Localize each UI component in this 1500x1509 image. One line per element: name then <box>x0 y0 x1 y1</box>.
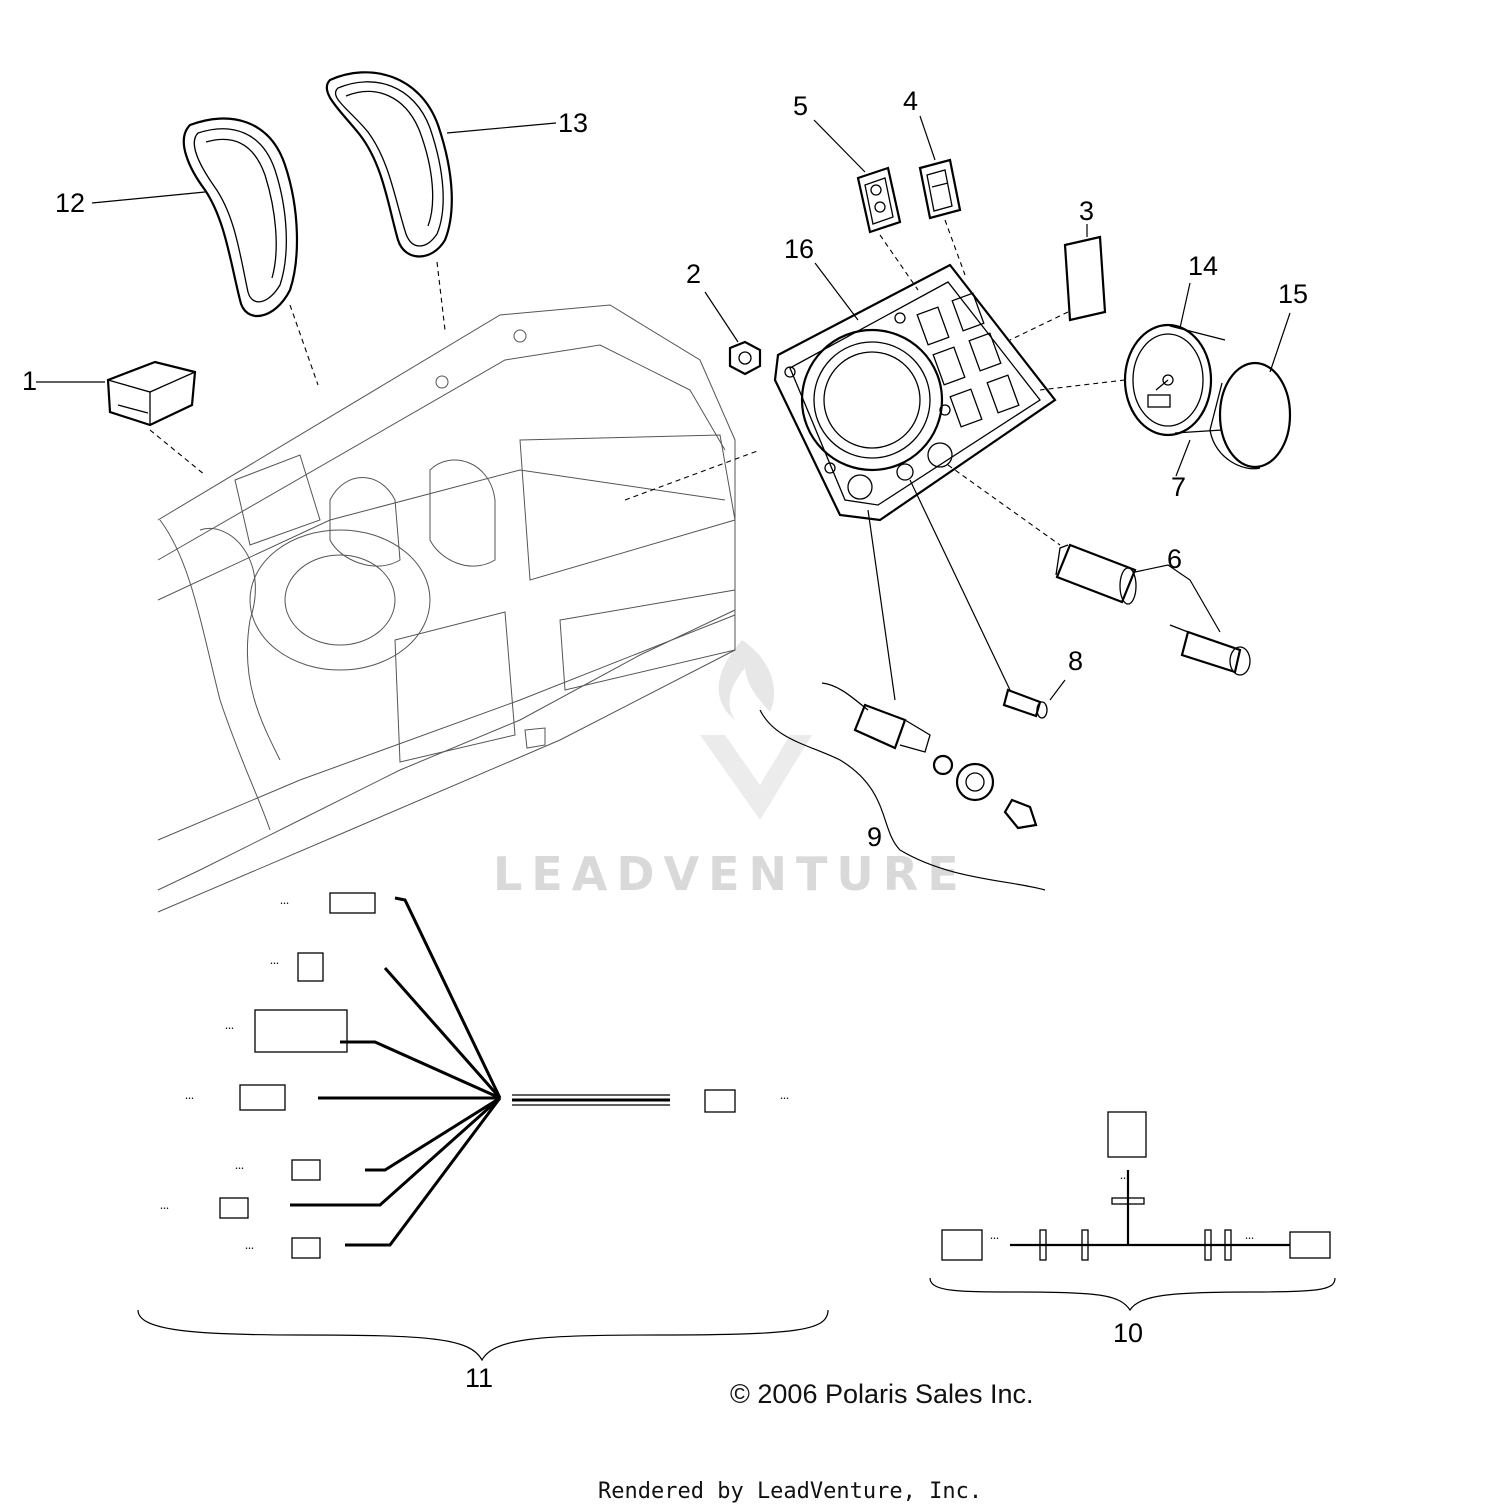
callout-16: 16 <box>784 234 814 264</box>
callout-14: 14 <box>1188 251 1218 281</box>
svg-text:•••: ••• <box>245 1246 254 1252</box>
watermark-text: LEADVENTURE <box>493 847 968 901</box>
callout-6: 6 <box>1167 544 1182 574</box>
part-2-nut <box>704 291 762 376</box>
callout-11: 11 <box>465 1363 493 1393</box>
svg-text:•••: ••• <box>1120 1176 1129 1182</box>
watermark-logo <box>700 640 812 820</box>
svg-text:•••: ••• <box>225 1026 234 1032</box>
callout-10: 10 <box>1113 1318 1143 1348</box>
svg-text:•••: ••• <box>780 1096 789 1102</box>
part-13-vent <box>325 71 557 331</box>
svg-text:•••: ••• <box>990 1236 999 1242</box>
render-note: Rendered by LeadVenture, Inc. <box>598 1479 982 1504</box>
part-3-decal <box>1009 224 1107 341</box>
brace-11 <box>137 1309 829 1362</box>
callout-12: 12 <box>55 188 85 218</box>
part-4-switch <box>918 115 966 276</box>
svg-text:•••: ••• <box>270 961 279 967</box>
part-12-vent <box>91 117 319 386</box>
dashboard-housing <box>157 304 736 913</box>
callout-1: 1 <box>22 366 37 396</box>
part-6-power-outlet <box>947 464 1251 676</box>
part-1-switch <box>36 360 206 476</box>
part-5-switch <box>813 119 919 291</box>
callout-8: 8 <box>1068 646 1083 676</box>
brace-10 <box>929 1277 1336 1312</box>
part-15-gauge-bracket <box>1209 312 1292 470</box>
callout-15: 15 <box>1278 279 1308 309</box>
part-10-jumper-harness: ••• ••• ••• <box>941 1111 1331 1261</box>
callout-5: 5 <box>793 91 808 121</box>
part-9-ignition-switch <box>759 509 1046 891</box>
callout-9: 9 <box>867 822 882 852</box>
part-11-main-harness: ••• ••• ••• ••• ••• ••• ••• ••• <box>160 892 789 1259</box>
svg-text:•••: ••• <box>280 901 289 907</box>
svg-text:•••: ••• <box>235 1166 244 1172</box>
copyright-text: © 2006 Polaris Sales Inc. <box>730 1379 1034 1409</box>
callout-13: 13 <box>558 108 588 138</box>
part-16-instrument-panel <box>624 262 1057 522</box>
callout-4: 4 <box>903 86 918 116</box>
part-14-speedometer <box>1039 282 1226 477</box>
callout-2: 2 <box>686 259 701 289</box>
svg-text:•••: ••• <box>185 1096 194 1102</box>
svg-text:•••: ••• <box>1245 1236 1254 1242</box>
callout-3: 3 <box>1079 196 1094 226</box>
callout-7: 7 <box>1171 472 1186 502</box>
svg-text:•••: ••• <box>160 1206 169 1212</box>
part-8-indicator <box>909 479 1066 719</box>
